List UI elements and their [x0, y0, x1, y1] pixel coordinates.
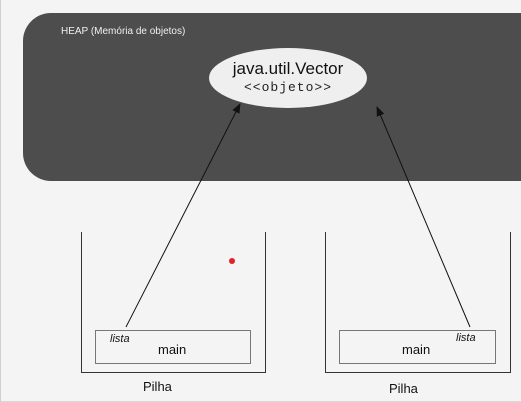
stack-frame-left: lista main — [95, 330, 251, 364]
reference-variable-left: lista — [110, 333, 130, 345]
stack-caption-right: Pilha — [389, 381, 418, 396]
frame-name-left: main — [158, 342, 187, 357]
reference-variable-right: lista — [456, 332, 476, 344]
vector-object: java.util.Vector <<objeto>> — [209, 48, 367, 108]
stack-left — [81, 232, 266, 373]
object-class-name: java.util.Vector — [232, 59, 344, 78]
stack-frame-right: main lista — [339, 330, 496, 364]
object-stereotype: <<objeto>> — [243, 80, 332, 95]
stack-caption-left: Pilha — [143, 379, 172, 394]
heap-label: HEAP (Memória de objetos) — [61, 26, 186, 37]
frame-name-right: main — [402, 342, 431, 357]
stack-right — [325, 232, 511, 373]
cursor-marker — [229, 258, 235, 264]
